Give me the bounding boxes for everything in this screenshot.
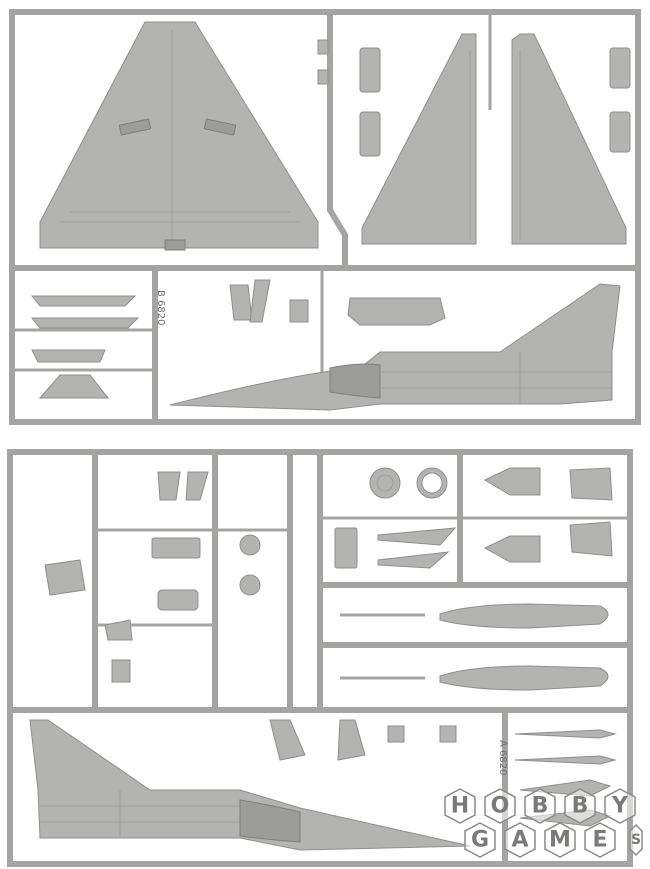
watermark-letter: A	[511, 828, 528, 853]
delta-wing-part	[39, 21, 319, 251]
hobby-games-watermark-logo: H O B B Y G A M	[444, 788, 643, 858]
top-mold-code: B 6820	[155, 290, 166, 326]
top-sprue-frame	[9, 9, 641, 425]
gear-parts	[229, 279, 446, 326]
watermark-letter: S	[631, 832, 641, 848]
missile-parts	[514, 729, 617, 827]
watermark-letter: B	[572, 794, 589, 819]
watermark-letter: Y	[611, 794, 629, 819]
pylon-parts	[30, 295, 140, 399]
watermark-letter: M	[549, 828, 571, 853]
top-sprue-vertical-runner	[327, 9, 348, 271]
sprue-bottom: A 6820	[7, 449, 633, 867]
intake-parts	[483, 467, 613, 563]
watermark-letter: H	[451, 794, 469, 819]
small-parts-top	[317, 39, 631, 157]
fin-part-left	[361, 33, 477, 245]
bottom-mold-code: A 6820	[497, 740, 508, 775]
drop-tank-parts	[340, 603, 609, 691]
fuselage-half-top	[169, 283, 621, 411]
watermark-letter: E	[592, 828, 607, 853]
cockpit-parts	[151, 471, 457, 611]
wheel-parts	[239, 467, 448, 596]
sprue-top: B 6820	[9, 9, 641, 425]
watermark-letter: O	[491, 794, 510, 819]
watermark-letter: B	[532, 794, 549, 819]
fuselage-half-bottom	[29, 719, 471, 851]
small-parts-bottom	[44, 559, 457, 761]
fin-part-right	[511, 33, 627, 245]
watermark-letter: G	[471, 828, 489, 853]
